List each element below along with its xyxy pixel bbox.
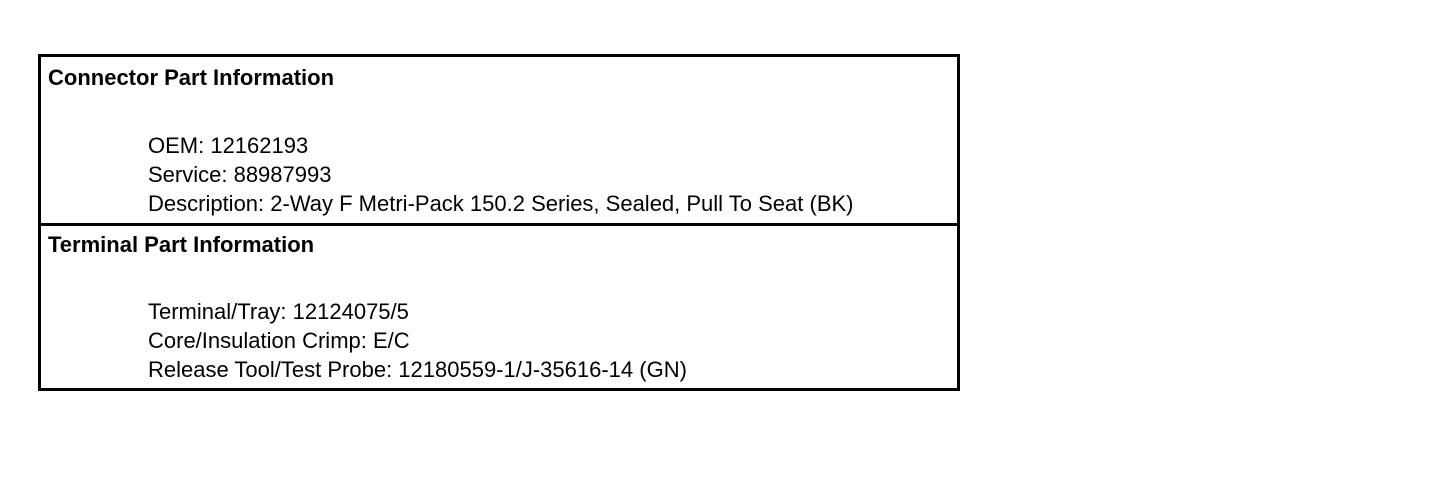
terminal-section-title: Terminal Part Information [48,232,315,257]
connector-part-section: Connector Part Information OEM: 12162193… [41,57,957,223]
terminal-crimp-field: Core/Insulation Crimp: E/C [148,328,410,353]
terminal-part-section: Terminal Part Information Terminal/Tray:… [41,223,957,388]
connector-oem-field: OEM: 12162193 [148,133,309,158]
part-info-table: Connector Part Information OEM: 12162193… [38,54,960,391]
terminal-tray-field: Terminal/Tray: 12124075/5 [148,299,409,324]
terminal-release-tool-field: Release Tool/Test Probe: 12180559-1/J-35… [148,357,687,382]
connector-service-field: Service: 88987993 [148,162,332,187]
terminal-field-list: Terminal/Tray: 12124075/5 Core/Insulatio… [148,297,687,384]
connector-field-list: OEM: 12162193 Service: 88987993 Descript… [148,131,854,218]
connector-description-field: Description: 2-Way F Metri-Pack 150.2 Se… [148,191,854,216]
connector-section-title: Connector Part Information [48,65,335,90]
